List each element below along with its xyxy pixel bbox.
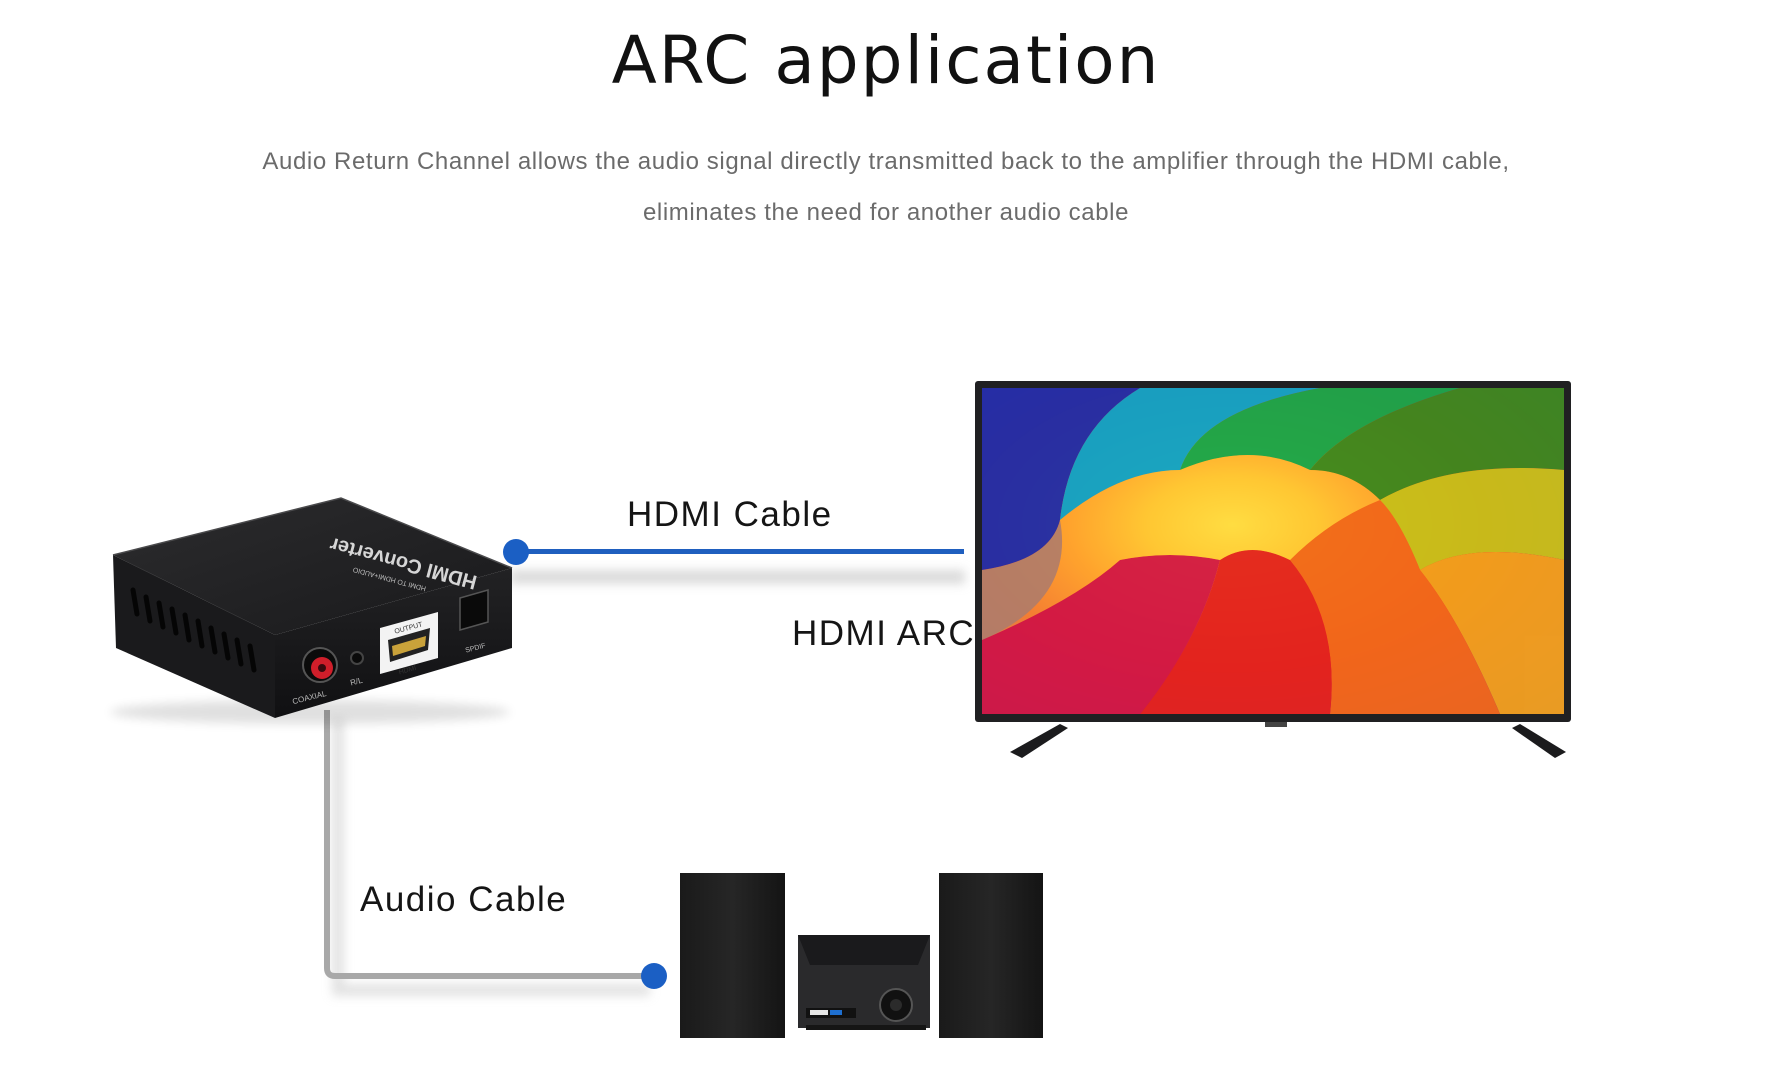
hdmi-cable-label: HDMI Cable xyxy=(627,495,833,534)
hdmi-cable xyxy=(503,539,965,584)
hdmi-converter-icon: HDMI Converter HDMI TO HDMI+AUDIO COAXIA… xyxy=(110,497,513,724)
page-title: ARC application xyxy=(611,22,1161,99)
audio-cable-endpoint xyxy=(641,963,667,989)
subtitle-line-2: eliminates the need for another audio ca… xyxy=(642,199,1130,226)
subtitle-line-1: Audio Return Channel allows the audio si… xyxy=(262,148,1510,175)
rl-label: R/L xyxy=(349,676,364,688)
page-subtitle: Audio Return Channel allows the audio si… xyxy=(100,136,1672,238)
speaker-system-icon xyxy=(680,873,1043,1038)
audio-cable-label: Audio Cable xyxy=(360,880,568,919)
hdmi-arc-label: HDMI ARC xyxy=(792,614,976,653)
tv-icon xyxy=(975,381,1571,758)
rl-port: R/L xyxy=(349,651,364,688)
audio-cable xyxy=(324,710,667,996)
hdmi-label: HDMI xyxy=(398,665,417,676)
hdmi-port: OUTPUT HDMI xyxy=(380,612,438,676)
hdmi-cable-endpoint xyxy=(503,539,529,565)
